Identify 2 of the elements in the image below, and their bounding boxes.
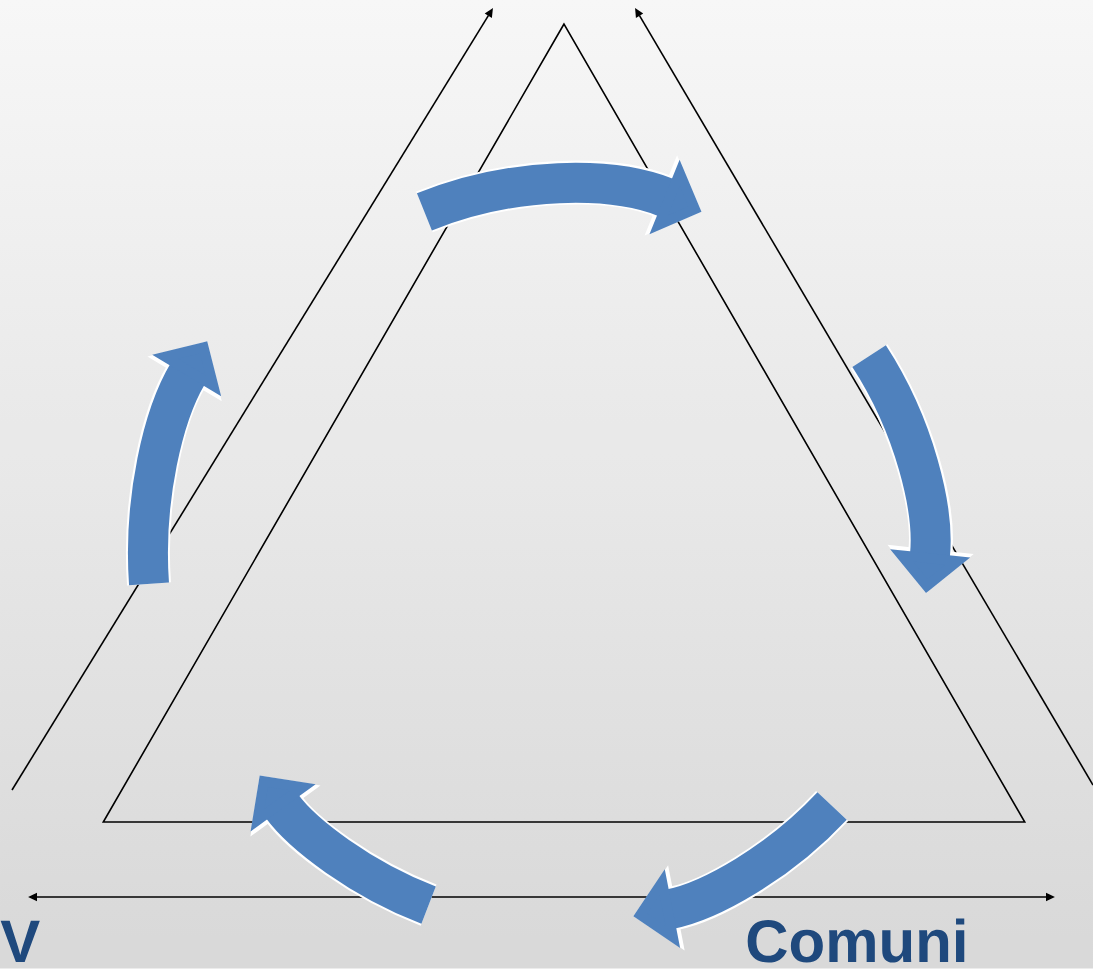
label: Comuni [747,918,965,963]
label: V [0,920,40,962]
